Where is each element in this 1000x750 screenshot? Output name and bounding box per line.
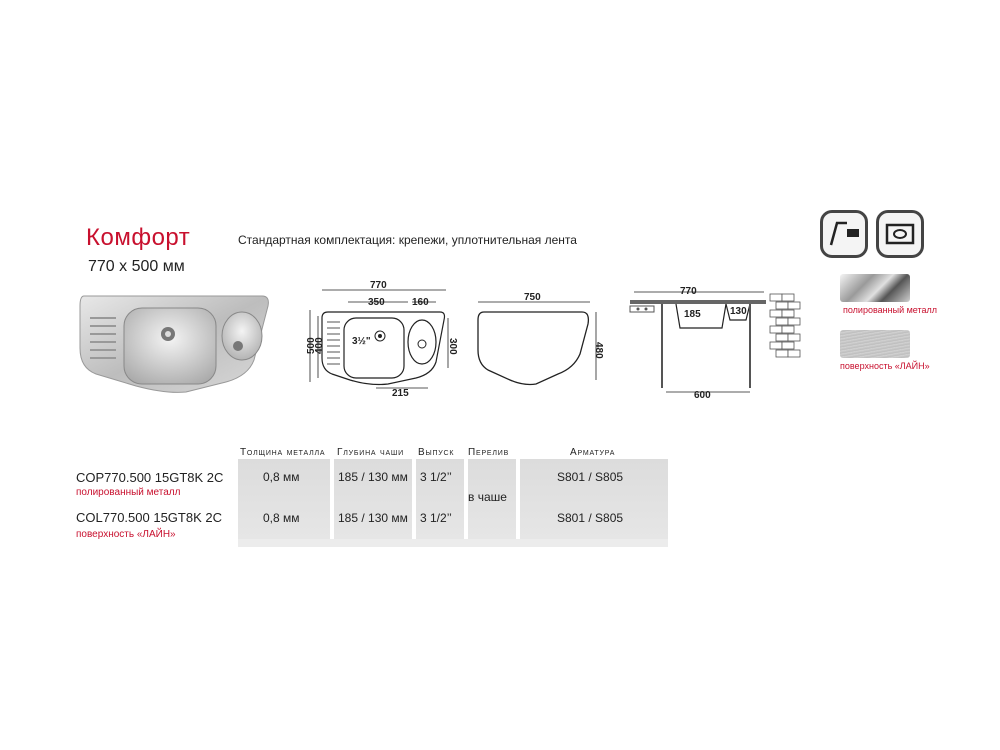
- row2-drain: 3 1/2’’: [420, 511, 452, 525]
- row2-thickness: 0,8 мм: [263, 511, 300, 525]
- dim-cutout-width: 750: [524, 292, 541, 303]
- line-swatch: [840, 330, 910, 358]
- row2-finish: поверхность «ЛАЙН»: [76, 529, 176, 540]
- row2-depth: 185 / 130 мм: [338, 511, 408, 525]
- row2-model: COL770.500 15GT8K 2C: [76, 510, 222, 525]
- header-fittings: Арматура: [570, 447, 616, 458]
- header-overflow: Перелив: [468, 447, 510, 458]
- table-footer-strip: [238, 539, 668, 547]
- dim-section-top: 770: [680, 286, 697, 297]
- row1-drain: 3 1/2’’: [420, 470, 452, 484]
- top-view-drawing: 770 350 160 500 400 300 215 3½": [306, 280, 458, 399]
- cell-thickness: [238, 459, 330, 539]
- product-size: 770 х 500 мм: [88, 258, 185, 275]
- dim-section-bottom: 600: [694, 390, 711, 401]
- row1-thickness: 0,8 мм: [263, 470, 300, 484]
- header-drain: Выпуск: [418, 447, 455, 458]
- overflow-value: в чаше: [468, 490, 507, 504]
- standard-kit-text: Стандартная комплектация: крепежи, уплот…: [238, 233, 577, 247]
- cell-fittings: [520, 459, 668, 539]
- dim-bottom: 215: [392, 388, 409, 399]
- dim-depth-main: 185: [684, 309, 701, 320]
- dim-depth-small: 130: [730, 306, 747, 317]
- header-depth: Глубина чаши: [337, 447, 404, 458]
- dim-width-small: 160: [412, 297, 429, 308]
- cutout-drawing: 750 480: [477, 292, 604, 386]
- cell-overflow: [468, 459, 516, 539]
- line-swatch-label: поверхность «ЛАЙН»: [840, 361, 930, 371]
- bowl-icon: [876, 210, 924, 258]
- section-drawing: 770 600 185 130: [629, 286, 801, 401]
- dim-cutout-height: 480: [593, 342, 604, 359]
- polished-swatch-label: полированный металл: [843, 305, 938, 315]
- dim-height-inner: 400: [314, 337, 325, 354]
- row2-fittings: S801 / S805: [557, 511, 624, 525]
- dim-width-total: 770: [370, 280, 387, 291]
- dim-height-small: 300: [447, 338, 458, 355]
- dim-width-main: 350: [368, 297, 385, 308]
- polished-swatch: [840, 274, 910, 302]
- drain-label: 3½": [352, 336, 371, 347]
- dim-height-total: 500: [306, 337, 317, 354]
- cell-drain: [416, 459, 464, 539]
- cell-depth: [334, 459, 412, 539]
- product-title: Комфорт: [86, 224, 191, 251]
- sink-photo: [79, 295, 269, 393]
- row1-model: COP770.500 15GT8K 2C: [76, 470, 224, 485]
- row1-finish: полированный металл: [76, 487, 181, 498]
- row1-fittings: S801 / S805: [557, 470, 624, 484]
- mount-icon: [820, 210, 868, 258]
- row1-depth: 185 / 130 мм: [338, 470, 408, 484]
- header-thickness: Толщина металла: [240, 447, 326, 458]
